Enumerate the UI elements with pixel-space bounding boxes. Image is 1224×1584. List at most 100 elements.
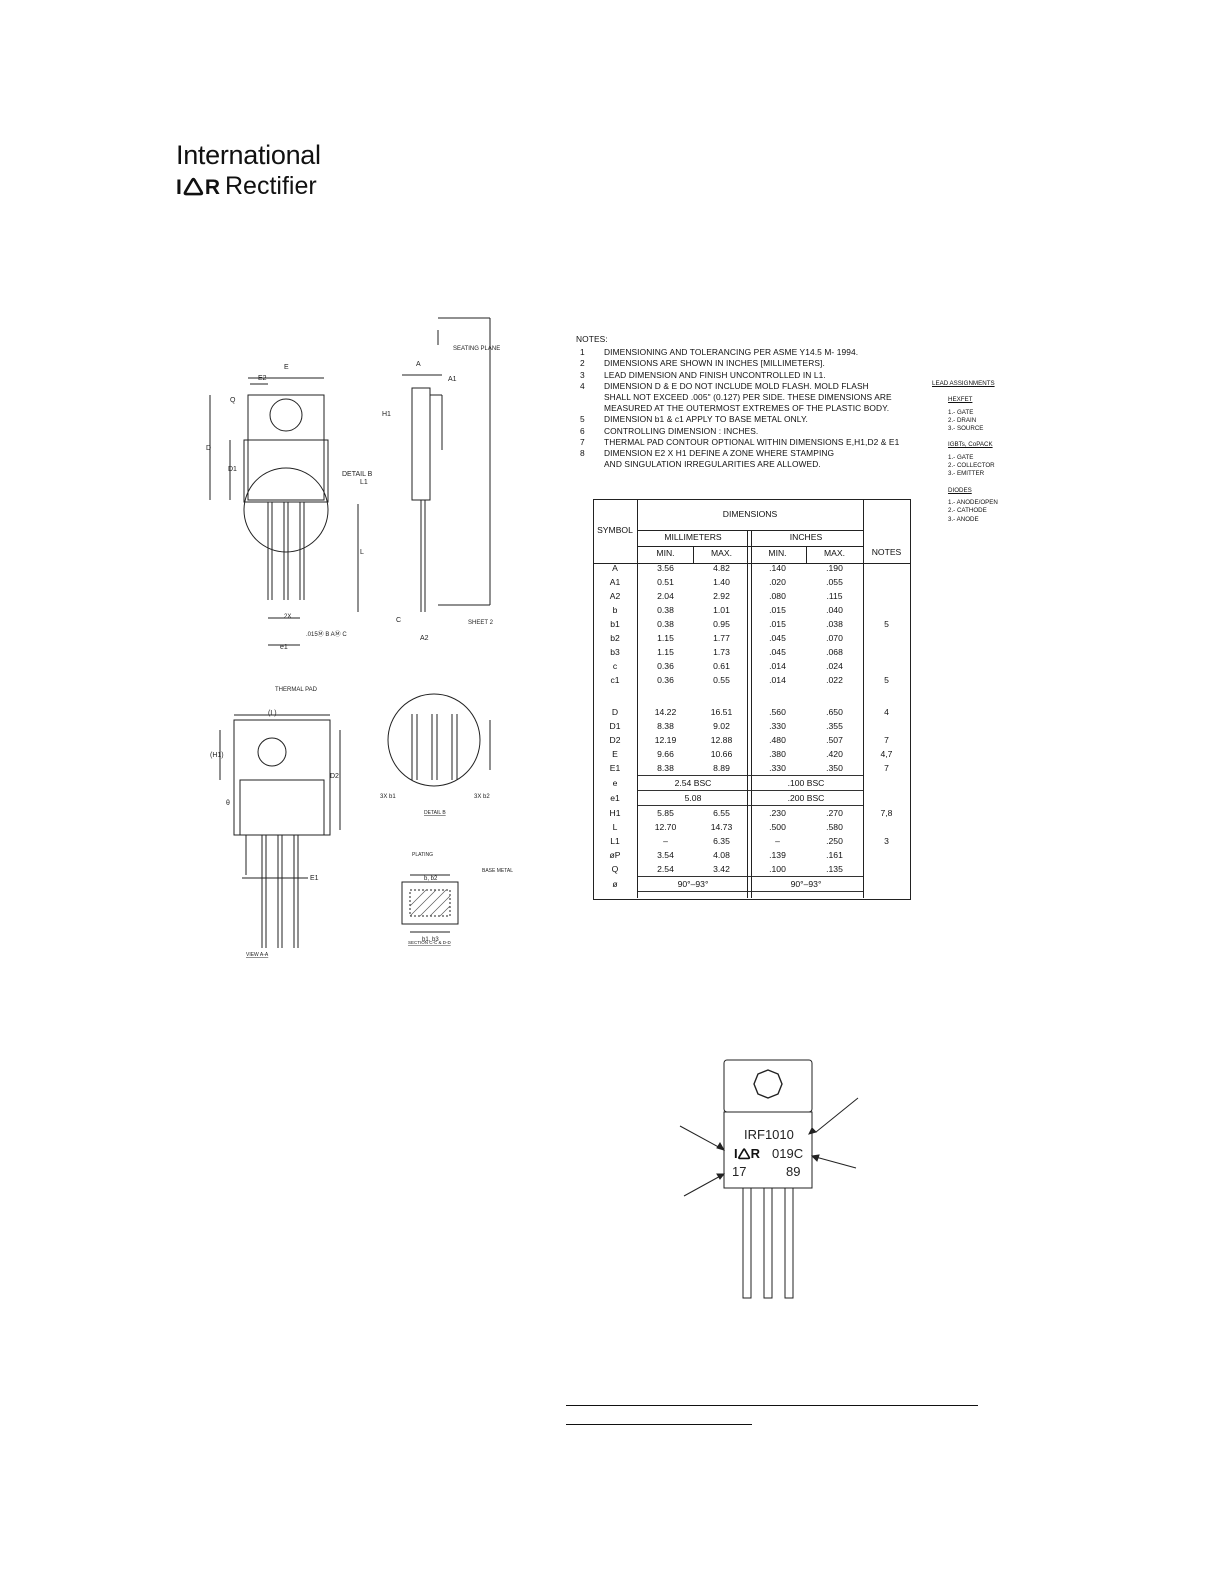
table-cell-in-max: .135 [826,864,843,874]
table-cell-note: 4 [884,707,889,717]
marking-date-right: 89 [786,1164,800,1179]
table-cell-mm-min: 0.36 [657,675,674,685]
table-cell-note: 4,7 [880,749,893,759]
table-cell-in-max: .024 [826,661,843,671]
dim-d1-label: D1 [228,466,237,473]
table-cell-sym: E [612,749,618,759]
footer-rule-1 [566,1405,978,1406]
table-cell-note [863,877,910,892]
table-cell-mm-min: 0.38 [657,605,674,615]
table-cell-mm-min: 2.04 [657,591,674,601]
table-cell-mm-min: 0.51 [657,577,674,587]
in-max-header: MAX. [823,548,845,558]
lead-item: 2.- CATHODE [948,507,987,515]
note-number: 6 [580,425,585,436]
table-cell-in-min: .480 [769,735,786,745]
table-cell-in-min: .139 [769,850,786,860]
table-cell-note [863,862,910,877]
table-cell-mm-min: 1.15 [657,633,674,643]
millimeters-header: MILLIMETERS [664,532,722,542]
table-cell-mm-min: 14.22 [654,707,677,717]
table-cell-mm-min: 3.54 [657,850,674,860]
table-cell-mm-min: 3.56 [657,563,674,573]
table-cell-in-bsc: 90°–93° [749,876,863,892]
note-number [576,459,604,470]
note-number [576,403,604,414]
table-cell-mm-max: 2.92 [713,591,730,601]
plating-label: PLATING [412,852,433,858]
table-cell-sym: e [612,778,618,788]
notes-header: NOTES: [576,334,608,344]
table-cell-note: 3 [884,836,889,846]
mm-max-header: MAX. [710,548,732,558]
table-cell-note [863,687,910,705]
inches-header: INCHES [789,532,823,542]
table-cell-in-max: .270 [826,808,843,818]
table-cell-note: 5 [884,619,889,629]
table-cell-in-max: .115 [826,591,843,601]
table-cell-note [863,776,910,791]
table-cell-mm-min: 0.38 [657,619,674,629]
table-cell-sym: b [612,605,618,615]
table-cell-note: 7 [884,735,889,745]
table-cell-in-max: .650 [826,707,843,717]
table-cell-mm-min: 1.15 [657,647,674,657]
dim-q-label: Q [230,397,236,404]
table-cell-note [863,848,910,862]
table-cell-in-min: .045 [769,633,786,643]
detail-b-caption: DETAIL B [424,810,446,816]
note-number: 1 [580,347,585,358]
table-cell-mm-min: 5.85 [657,808,674,818]
table-cell-note [863,820,910,834]
base-metal-label: BASE METAL [482,868,513,874]
table-cell-mm-bsc: 90°–93° [637,876,749,892]
table-cell-mm-max [694,687,749,705]
table-cell-sym: c [612,661,618,671]
table-cell-in-min: .500 [769,822,786,832]
table-cell-mm-max: 16.51 [710,707,733,717]
note-text: DIMENSION E2 X H1 DEFINE A ZONE WHERE ST… [604,448,835,459]
twox-label: 2X [284,614,291,620]
table-cell-sym: H1 [609,807,621,818]
seating-plane-label: SEATING PLANE [453,346,500,352]
table-cell-in-min: .380 [769,749,786,759]
note-item: 8 DIMENSION E2 X H1 DEFINE A ZONE WHERE S… [576,448,904,459]
table-cell-in-max: .350 [826,763,843,773]
note-number: 3 [580,369,585,380]
notes-header-cell: NOTES [871,547,902,557]
table-cell-sym: b1 [610,619,620,629]
table-cell-in-max: .055 [826,577,843,587]
note-text: SHALL NOT EXCEED .005" (0.127) PER SIDE.… [604,392,892,403]
table-cell-mm-max: 3.42 [713,864,730,874]
table-cell-in-max: .038 [826,619,843,629]
table-cell-mm-max: 10.66 [710,749,733,759]
dim-e-label: E [284,364,289,371]
table-cell-in-min: .330 [769,721,786,731]
note-item: SHALL NOT EXCEED .005" (0.127) PER SIDE.… [576,392,904,403]
table-cell-in-min: .230 [769,808,786,818]
table-cell-in-bsc: .200 BSC [749,790,863,806]
table-cell-sym: A2 [609,591,621,601]
table-cell-note [863,719,910,733]
dim-a2-label: A2 [420,635,429,642]
note-item: AND SINGULATION IRREGULARITIES ARE ALLOW… [576,459,904,470]
table-cell-sym: D1 [609,721,621,731]
table-cell-sym: Q [611,864,619,875]
note-number: 5 [580,414,585,425]
table-cell-mm-max: 4.08 [713,850,730,860]
note-text: AND SINGULATION IRREGULARITIES ARE ALLOW… [604,459,821,470]
note-number: 8 [580,448,585,459]
table-cell-in-min [749,687,806,705]
table-cell-in-min: .080 [769,591,786,601]
